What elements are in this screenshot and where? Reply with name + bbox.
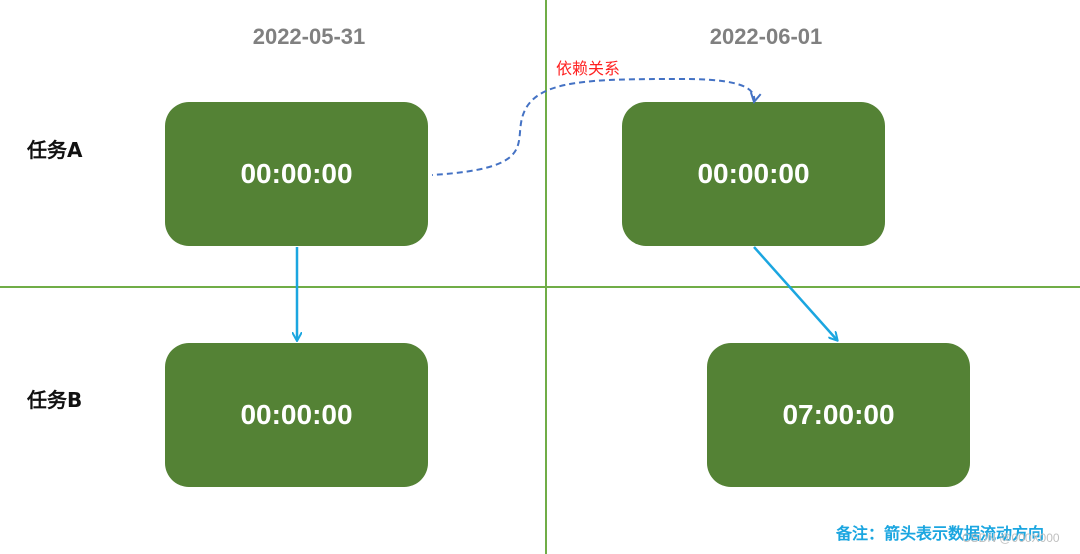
dependency-label: 依赖关系 — [556, 59, 621, 78]
task-b-0601-time: 07:00:00 — [782, 399, 895, 430]
vertical-divider — [545, 0, 547, 554]
date-header-right: 2022-06-01 — [709, 24, 823, 49]
task-b-0531-box: 00:00:00 — [165, 343, 428, 487]
task-a-0531-time: 00:00:00 — [240, 158, 353, 189]
row-label-task-a: 任务A — [27, 138, 83, 162]
date-header-left: 2022-05-31 — [252, 24, 366, 49]
watermark: CSDN @000X000 — [962, 531, 1060, 545]
task-a-0601-time: 00:00:00 — [697, 158, 810, 189]
task-b-0531-time: 00:00:00 — [240, 399, 353, 430]
task-b-0601-box: 07:00:00 — [707, 343, 970, 487]
data-flow-arrow-0601 — [753, 246, 837, 340]
task-a-0601-box: 00:00:00 — [622, 102, 885, 246]
row-label-task-b: 任务B — [27, 388, 83, 412]
horizontal-divider — [0, 286, 1080, 288]
legend-note: 备注：箭头表示数据流动方向 — [836, 524, 1045, 543]
dependency-arrow — [431, 77, 754, 176]
task-a-0531-box: 00:00:00 — [165, 102, 428, 246]
